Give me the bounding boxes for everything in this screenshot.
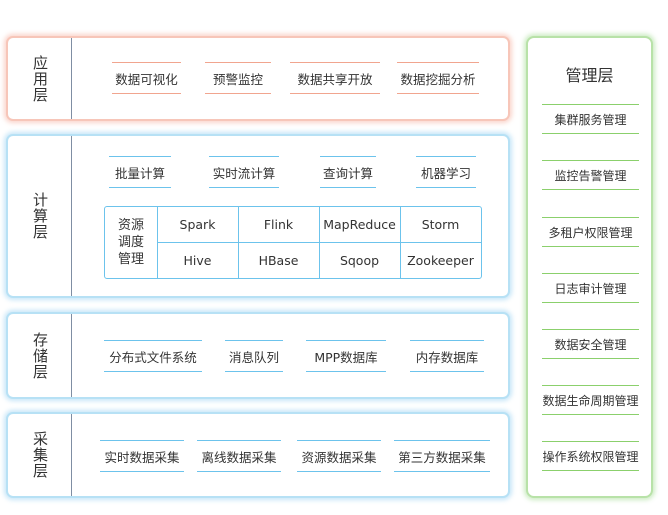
resource-scheduling-box: 资源调度管理 Spark Flink MapReduce Storm Hive … <box>104 206 482 279</box>
compute-layer: 计算层 批量计算 实时流计算 查询计算 机器学习 资源调度管理 Spark Fl… <box>6 134 510 298</box>
storage-item-mq: 消息队列 <box>225 340 283 372</box>
storage-layer-title: 存储层 <box>8 314 72 397</box>
compute-layer-title: 计算层 <box>8 136 72 296</box>
mgmt-item-security: 数据安全管理 <box>542 329 639 359</box>
resource-scheduling-label: 资源调度管理 <box>118 218 145 267</box>
management-layer-title: 管理层 <box>565 66 614 85</box>
sched-sqoop: Sqoop <box>339 253 380 268</box>
sched-flink: Flink <box>263 217 294 232</box>
mgmt-item-os-permission: 操作系统权限管理 <box>542 441 639 471</box>
collection-layer-title: 采集层 <box>8 414 72 496</box>
compute-item-stream: 实时流计算 <box>209 156 279 188</box>
app-item-early-warning: 预警监控 <box>205 62 271 94</box>
compute-item-batch: 批量计算 <box>109 156 171 188</box>
storage-item-dfs: 分布式文件系统 <box>104 340 202 372</box>
sched-storm: Storm <box>421 217 460 232</box>
sched-hbase: HBase <box>258 253 299 268</box>
collect-item-realtime: 实时数据采集 <box>100 440 184 472</box>
application-layer-title: 应用层 <box>8 38 72 119</box>
collect-item-thirdparty: 第三方数据采集 <box>394 440 490 472</box>
storage-layer: 存储层 分布式文件系统 消息队列 MPP数据库 内存数据库 <box>6 312 510 399</box>
sched-zookeeper: Zookeeper <box>407 253 474 268</box>
compute-item-ml: 机器学习 <box>416 156 476 188</box>
sched-mapreduce: MapReduce <box>323 217 396 232</box>
compute-item-query: 查询计算 <box>320 156 376 188</box>
app-item-data-mining: 数据挖掘分析 <box>397 62 479 94</box>
mgmt-item-monitoring: 监控告警管理 <box>542 160 639 190</box>
sched-spark: Spark <box>179 217 216 232</box>
mgmt-item-tenant: 多租户权限管理 <box>542 217 639 247</box>
sched-hive: Hive <box>183 253 212 268</box>
app-item-data-sharing: 数据共享开放 <box>290 62 380 94</box>
storage-item-mpp: MPP数据库 <box>306 340 386 372</box>
collect-item-resource: 资源数据采集 <box>297 440 381 472</box>
app-item-visualization: 数据可视化 <box>112 62 181 94</box>
management-layer: 管理层 集群服务管理 监控告警管理 多租户权限管理 日志审计管理 数据安全管理 … <box>526 36 653 498</box>
storage-item-inmemory: 内存数据库 <box>410 340 484 372</box>
collect-item-offline: 离线数据采集 <box>197 440 281 472</box>
collection-layer: 采集层 实时数据采集 离线数据采集 资源数据采集 第三方数据采集 <box>6 412 510 498</box>
application-layer: 应用层 数据可视化 预警监控 数据共享开放 数据挖掘分析 <box>6 36 510 121</box>
mgmt-item-audit: 日志审计管理 <box>542 273 639 303</box>
mgmt-item-cluster: 集群服务管理 <box>542 104 639 134</box>
mgmt-item-lifecycle: 数据生命周期管理 <box>542 385 639 415</box>
